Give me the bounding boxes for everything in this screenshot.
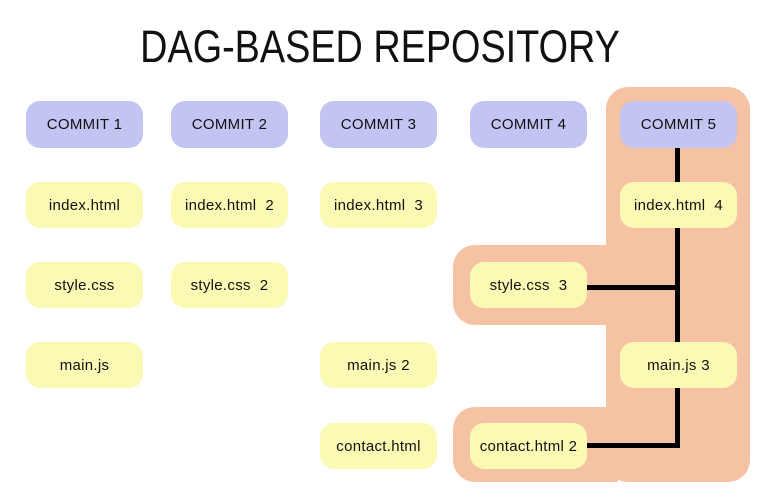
commit-5-label: COMMIT 5	[640, 116, 717, 133]
file-style-2-label: style.css 2	[190, 276, 269, 294]
style3-branch-line	[585, 285, 680, 290]
file-style-2-box: style.css 2	[171, 262, 288, 308]
file-contact-1-box: contact.html	[320, 423, 437, 469]
file-style-3-label: style.css 3	[489, 276, 568, 294]
page-title: DAG-BASED REPOSITORY	[140, 21, 620, 72]
file-index-2-box: index.html 2	[171, 182, 288, 228]
file-index-1-label: index.html	[48, 196, 121, 214]
file-index-4-box: index.html 4	[620, 182, 737, 228]
file-main-3-label: main.js 3	[647, 356, 710, 374]
file-main-3-box: main.js 3	[620, 342, 737, 388]
file-contact-1-label: contact.html	[336, 437, 421, 455]
file-main-1-label: main.js	[59, 356, 110, 374]
file-index-2-label: index.html 2	[185, 196, 274, 214]
commit-1-box: COMMIT 1	[26, 101, 143, 148]
file-index-4-label: index.html 4	[634, 196, 723, 214]
file-style-3-box: style.css 3	[470, 262, 587, 308]
file-style-1-box: style.css	[26, 262, 143, 308]
commit-5-box: COMMIT 5	[620, 101, 737, 148]
commit-3-label: COMMIT 3	[340, 116, 417, 133]
commit-2-box: COMMIT 2	[171, 101, 288, 148]
contact2-branch-line	[585, 443, 680, 448]
file-main-1-box: main.js	[26, 342, 143, 388]
file-index-3-label: index.html 3	[334, 196, 423, 214]
file-main-2-label: main.js 2	[347, 356, 410, 374]
file-main-2-box: main.js 2	[320, 342, 437, 388]
file-style-1-label: style.css	[54, 276, 115, 294]
file-contact-2-box: contact.html 2	[470, 423, 587, 469]
file-contact-2-label: contact.html 2	[479, 437, 578, 455]
commit-4-box: COMMIT 4	[470, 101, 587, 148]
file-index-3-box: index.html 3	[320, 182, 437, 228]
commit-3-box: COMMIT 3	[320, 101, 437, 148]
commit-2-label: COMMIT 2	[191, 116, 268, 133]
commit5-trunk-line	[675, 147, 680, 448]
commit-1-label: COMMIT 1	[46, 116, 123, 133]
file-index-1-box: index.html	[26, 182, 143, 228]
commit-4-label: COMMIT 4	[490, 116, 567, 133]
